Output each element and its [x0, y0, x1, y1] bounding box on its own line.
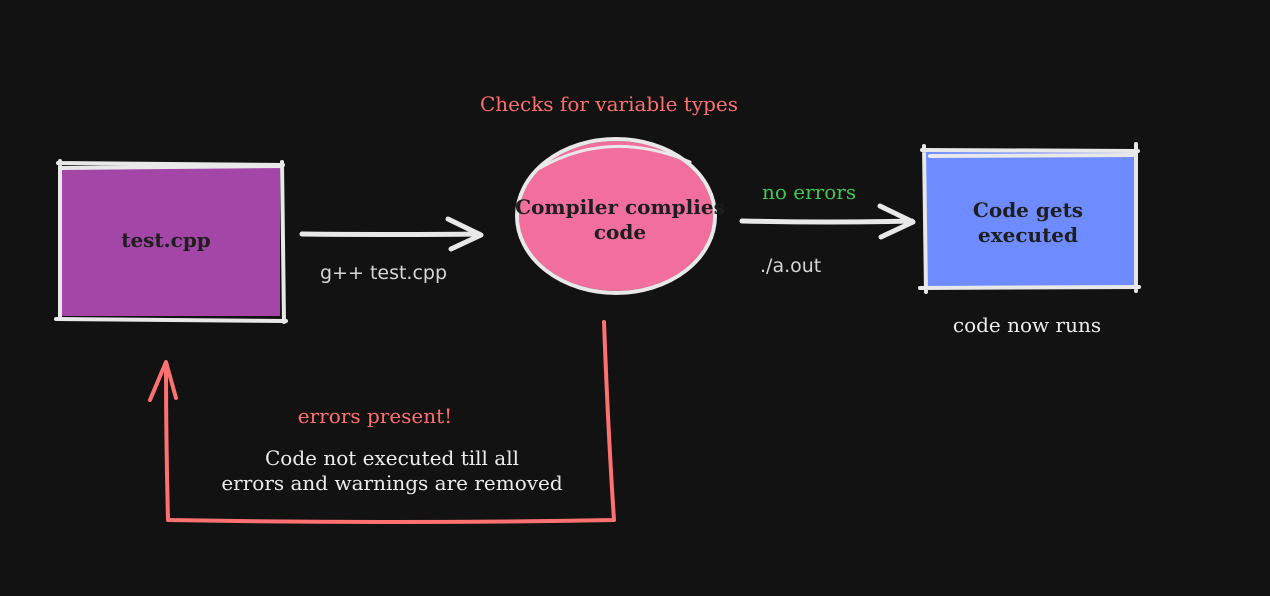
executed-label-line2: executed: [977, 223, 1079, 247]
compiler-circle[interactable]: [515, 137, 717, 295]
run-command-label: ./a.out: [760, 255, 822, 277]
run-arrow: [739, 203, 916, 240]
source-file-box[interactable]: [54, 159, 288, 324]
executed-box[interactable]: [918, 142, 1141, 294]
compile-command-label: g++ test.cpp: [320, 262, 448, 284]
errors-explanation-note: Code not executed till all errors and wa…: [221, 446, 562, 496]
compiler-checks-note: Checks for variable types: [479, 92, 739, 116]
executed-label: Code gets executed: [973, 198, 1083, 248]
errors-explanation-line2: errors and warnings are removed: [221, 471, 563, 495]
compiler-label-line1: Compiler complies: [515, 195, 725, 219]
compile-arrow: [299, 216, 484, 252]
executed-label-line1: Code gets: [972, 198, 1084, 222]
compiler-label-line2: code: [593, 220, 647, 244]
errors-present-note: errors present!: [297, 404, 453, 428]
no-errors-note: no errors: [762, 180, 857, 204]
errors-explanation-line1: Code not executed till all: [264, 446, 520, 470]
source-file-label: test.cpp: [121, 228, 211, 252]
error-feedback-arrow: [148, 320, 616, 524]
code-runs-note: code now runs: [952, 313, 1102, 337]
compiler-label: Compiler complies code: [515, 195, 725, 245]
